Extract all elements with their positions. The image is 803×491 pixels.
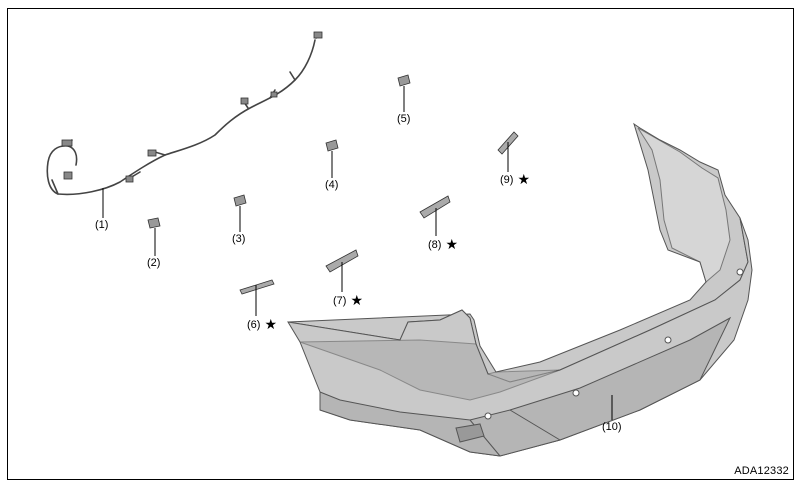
bumper-cover — [287, 122, 753, 457]
callout-1-text: (1) — [95, 219, 109, 231]
bracket-part-6 — [239, 279, 275, 295]
callout-5-text: (5) — [397, 113, 411, 125]
clip-part-3 — [233, 194, 247, 207]
callout-5: (5) — [397, 113, 410, 125]
callout-6-text: (6) — [247, 319, 261, 331]
callout-4: (4) — [325, 179, 338, 191]
bracket-part-7 — [325, 249, 359, 273]
figure-code: ADA12332 — [734, 465, 789, 477]
clip-part-4 — [325, 139, 339, 152]
callout-8: (8)★ — [428, 237, 458, 251]
star-icon: ★ — [517, 171, 531, 187]
callout-10-text: (10) — [602, 421, 622, 433]
wiring-harness — [46, 32, 321, 196]
callout-2: (2) — [147, 257, 160, 269]
diagram-frame — [7, 8, 794, 480]
callout-1: (1) — [95, 219, 108, 231]
callout-9: (9)★ — [500, 172, 530, 186]
callout-3: (3) — [232, 233, 245, 245]
callout-8-text: (8) — [428, 239, 442, 251]
callout-2-text: (2) — [147, 257, 161, 269]
callout-10: (10) — [602, 421, 622, 433]
callout-3-text: (3) — [232, 233, 246, 245]
harness-connectors — [61, 31, 323, 183]
callout-6: (6)★ — [247, 317, 277, 331]
callout-4-text: (4) — [325, 179, 339, 191]
bracket-part-8 — [419, 195, 451, 219]
callout-7: (7)★ — [333, 293, 363, 307]
star-icon: ★ — [350, 292, 364, 308]
star-icon: ★ — [445, 236, 459, 252]
star-icon: ★ — [264, 316, 278, 332]
callout-7-text: (7) — [333, 295, 347, 307]
callout-9-text: (9) — [500, 174, 514, 186]
clip-part-2 — [147, 217, 161, 229]
leader-lines — [102, 86, 613, 420]
clip-part-5 — [397, 74, 411, 87]
